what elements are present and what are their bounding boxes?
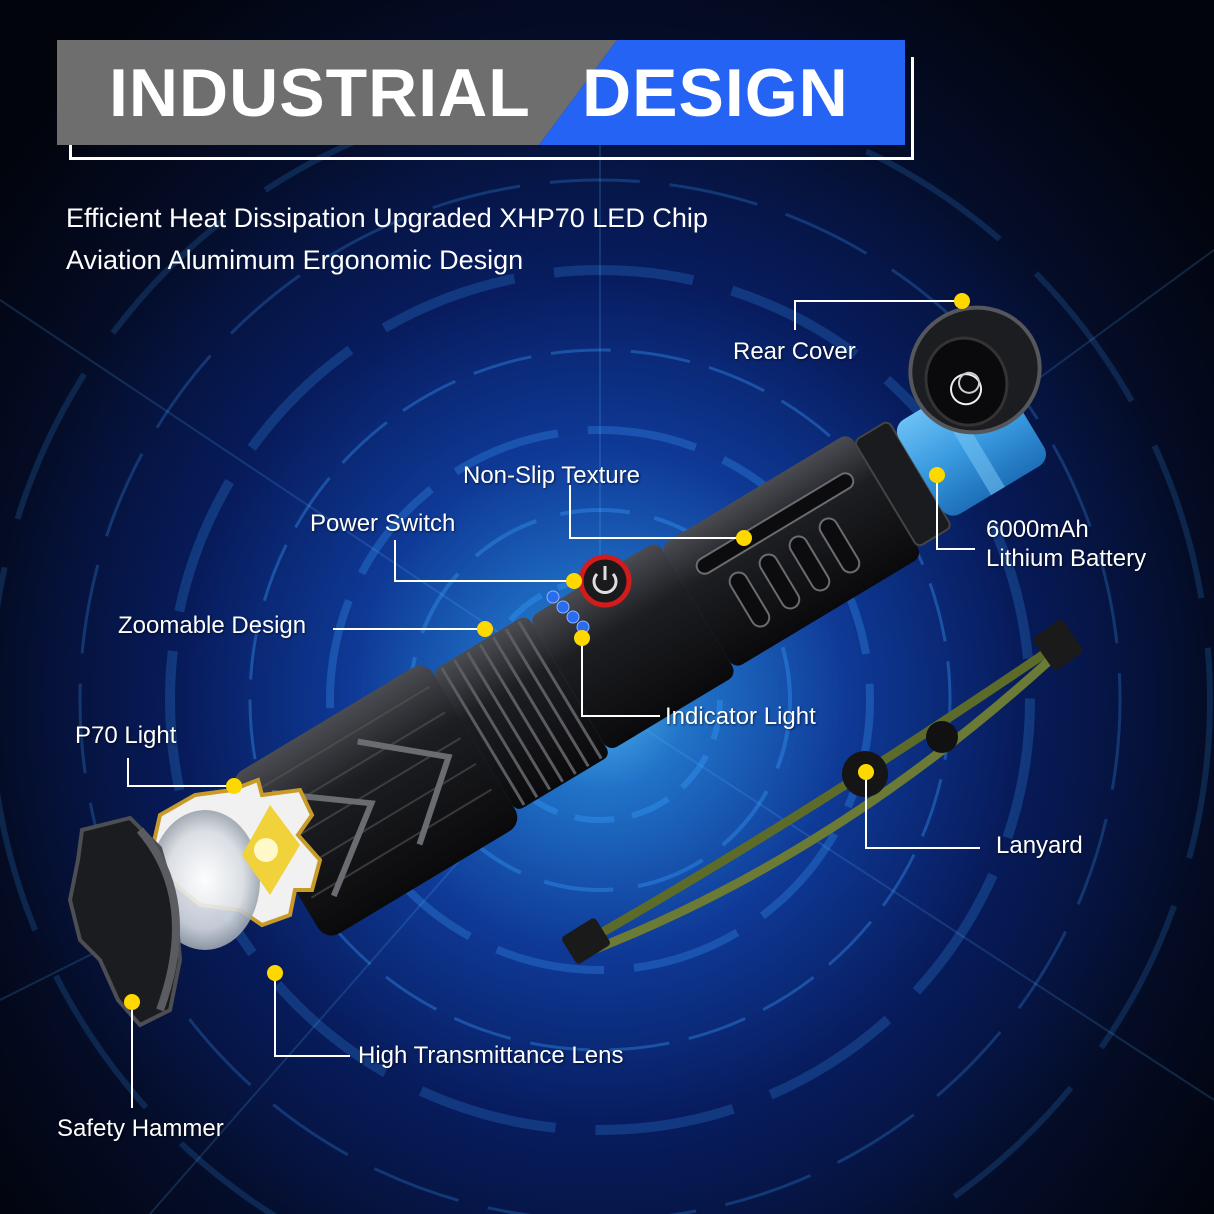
bezel-illustration	[67, 815, 183, 1028]
title-industrial: INDUSTRIAL	[109, 55, 531, 131]
callout-markers	[124, 293, 970, 1010]
callout-p70-light: P70 Light	[75, 722, 177, 749]
lanyard-illustration	[562, 619, 1083, 964]
rear-cover-illustration	[908, 305, 1042, 435]
callout-zoomable-design: Zoomable Design	[118, 612, 307, 639]
subtitle-line-2: Aviation Alumimum Ergonomic Design	[66, 245, 524, 275]
indicator-leds	[546, 590, 590, 634]
callout-lanyard: Lanyard	[996, 832, 1083, 859]
callout-power-switch: Power Switch	[310, 510, 456, 537]
callout-battery-type: Lithium Battery	[986, 545, 1147, 572]
subtitle-line-1: Efficient Heat Dissipation Upgraded XHP7…	[66, 203, 708, 233]
callout-battery-capacity: 6000mAh	[986, 516, 1089, 543]
callout-indicator-light: Indicator Light	[665, 703, 816, 730]
callout-non-slip-texture: Non-Slip Texture	[463, 462, 640, 489]
callout-safety-hammer: Safety Hammer	[57, 1115, 224, 1142]
title-gray-panel	[57, 40, 617, 145]
leader-lines	[127, 300, 980, 1108]
callout-high-transmittance-lens: High Transmittance Lens	[358, 1042, 624, 1069]
title-banner: INDUSTRIAL DESIGN	[57, 40, 905, 145]
callout-rear-cover: Rear Cover	[733, 338, 856, 365]
title-design: DESIGN	[582, 55, 849, 131]
power-switch-illustration	[578, 554, 632, 608]
